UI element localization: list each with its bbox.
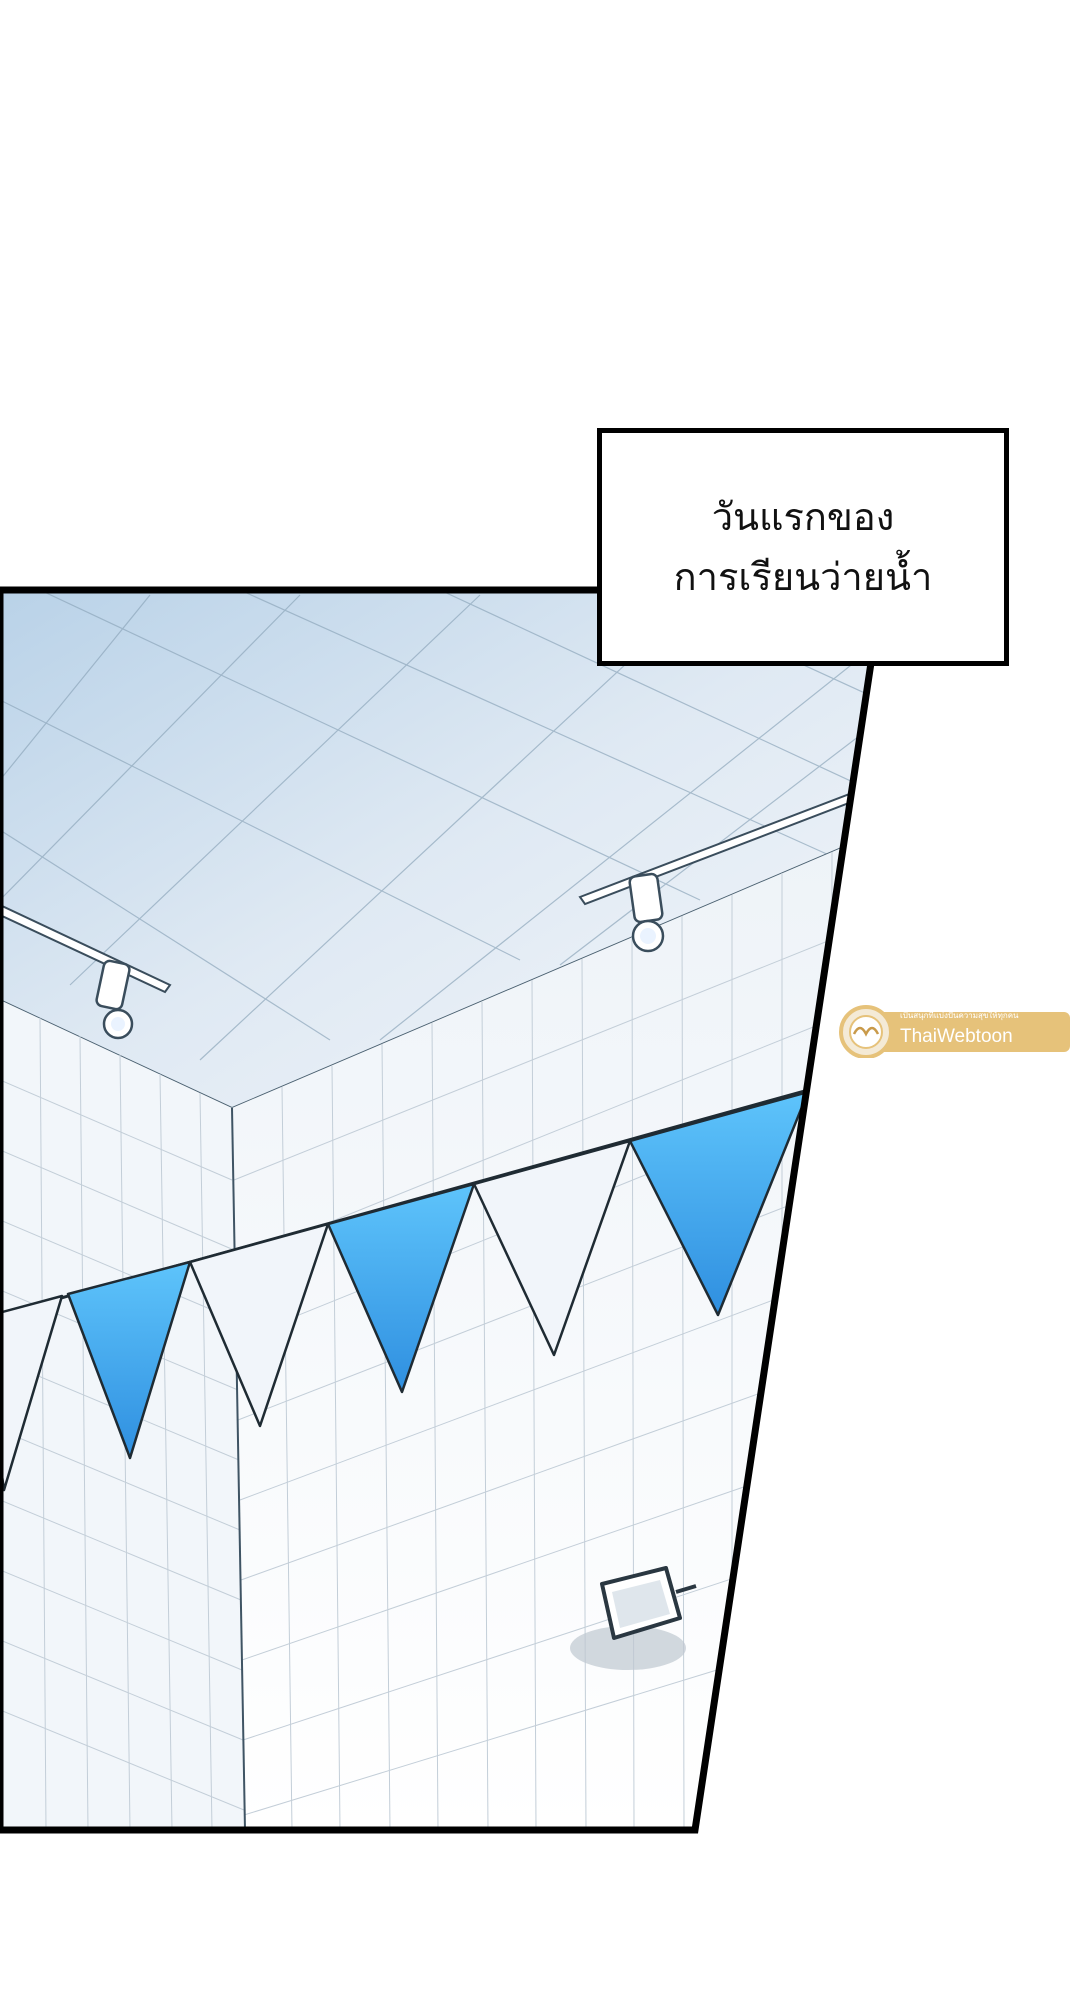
bunting-pennants [0,1064,882,1492]
panel-border [0,586,887,1834]
thaiwebtoon-watermark: เป็นสนุกที่แบ่งปันความสุขให้ทุกคน ThaiWe… [832,1004,1072,1058]
ceiling [0,590,882,1108]
caption-box: วันแรกของ การเรียนว่ายน้ำ [597,428,1009,666]
pennant-blue [628,1090,810,1317]
spotlight-right [578,788,864,953]
pennant-blue [326,1182,476,1394]
wall-corner-edge [231,1107,246,1830]
caption-line-1: วันแรกของ [711,495,895,539]
watermark-badge-icon [839,1005,1070,1058]
pennant-white [806,1064,882,1102]
pennant-white [188,1222,330,1428]
wall-speaker [570,1566,697,1670]
watermark-tagline: เป็นสนุกที่แบ่งปันความสุขให้ทุกคน [900,1011,1019,1020]
ceiling-tile-grid [0,590,881,1061]
watermark-brand: ThaiWebtoon [900,1026,1013,1047]
spotlight-left [0,903,172,1040]
pennant-white [472,1139,632,1357]
pennant-blue [66,1260,192,1460]
caption-line-2: การเรียนว่ายน้ำ [673,555,933,599]
